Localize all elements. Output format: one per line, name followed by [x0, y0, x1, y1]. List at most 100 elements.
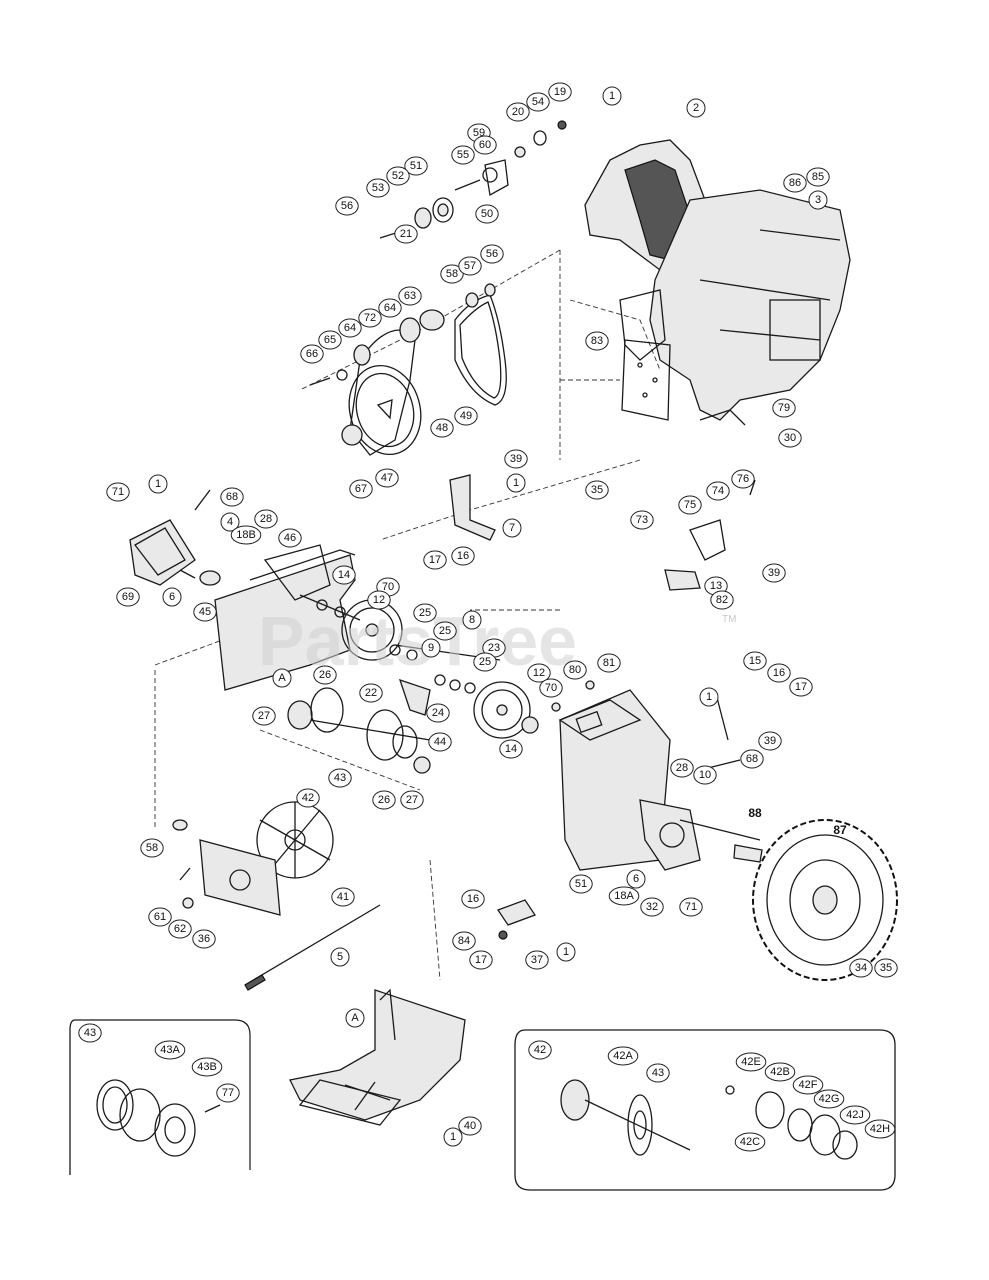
callout-number: 55 — [457, 149, 469, 161]
callout-number: 76 — [737, 473, 749, 485]
callout-number: 58 — [146, 842, 158, 854]
idler-stack — [379, 120, 567, 241]
callout-inset-right-3: 42E — [735, 1052, 767, 1072]
callout-main-9: 52 — [386, 166, 410, 186]
callout-circle — [168, 919, 192, 939]
callout-circle — [313, 665, 337, 685]
callout-main-47: 7 — [502, 518, 522, 538]
callout-main-2: 19 — [548, 82, 572, 102]
callout-number: 27 — [406, 794, 418, 806]
callout-inset-left-2: 43B — [191, 1057, 223, 1077]
callout-number: 64 — [384, 302, 396, 314]
callout-number: 61 — [154, 911, 166, 923]
callout-number: 6 — [633, 873, 639, 885]
callout-circle — [528, 1040, 552, 1060]
callout-main-33: 39 — [504, 449, 528, 469]
callout-main-16: 3 — [808, 190, 828, 210]
callout-circle — [556, 942, 576, 962]
callout-number: 71 — [112, 486, 124, 498]
callout-number: 13 — [710, 580, 722, 592]
callout-circle — [864, 1119, 896, 1139]
callout-number: 24 — [432, 707, 444, 719]
callout-number: 16 — [773, 667, 785, 679]
callout-number: 12 — [533, 667, 545, 679]
callout-number: 46 — [284, 532, 296, 544]
callout-circle — [358, 308, 382, 328]
callout-number: 54 — [532, 96, 544, 108]
callout-number: 42C — [740, 1136, 760, 1148]
callout-number: 5 — [337, 951, 343, 963]
callout-number: 27 — [258, 710, 270, 722]
callout-number: 1 — [155, 478, 161, 490]
callout-circle — [597, 653, 621, 673]
callout-main-89: 87 — [833, 823, 847, 837]
bracket-7 — [449, 474, 496, 541]
callout-circle — [839, 1105, 871, 1125]
callout-main-104: 84 — [452, 931, 476, 951]
callout-circle — [473, 135, 497, 155]
callout-circle — [154, 1040, 186, 1060]
callout-number: 25 — [479, 656, 491, 668]
callout-circle — [734, 1132, 766, 1152]
callout-circle — [162, 587, 182, 607]
callout-main-81: 44 — [428, 732, 452, 752]
callout-number: 42 — [302, 792, 314, 804]
callout-number: 64 — [344, 322, 356, 334]
callout-circle — [758, 731, 782, 751]
callout-number: 14 — [505, 743, 517, 755]
callout-number: 25 — [419, 607, 431, 619]
callout-main-64: 9 — [421, 638, 441, 658]
callout-number: 53 — [372, 182, 384, 194]
callout-number: 44 — [434, 736, 446, 748]
callout-main-27: 49 — [454, 406, 478, 426]
callout-main-6: 60 — [473, 135, 497, 155]
callout-circle — [458, 1116, 482, 1136]
callout-circle — [731, 469, 755, 489]
callout-inset-right-6: 42G — [813, 1089, 845, 1109]
callout-number: 50 — [481, 208, 493, 220]
callout-circle — [116, 587, 140, 607]
callout-number: 1 — [706, 691, 712, 703]
callout-main-32: 30 — [778, 428, 802, 448]
callout-main-61: 8 — [462, 610, 482, 630]
callout-number: 3 — [815, 194, 821, 206]
callout-number: 18B — [236, 529, 256, 541]
callout-circle — [462, 610, 482, 630]
callout-number: 60 — [479, 139, 491, 151]
callout-circle — [440, 264, 464, 284]
callout-circle — [430, 418, 454, 438]
callout-circle — [451, 546, 475, 566]
callout-main-106: 37 — [525, 950, 549, 970]
callout-inset-right-2: 43 — [646, 1063, 670, 1083]
callout-number: 8 — [469, 614, 475, 626]
callout-circle — [220, 487, 244, 507]
callout-circle — [764, 1062, 796, 1082]
callout-circle — [461, 889, 485, 909]
callout-main-60: 25 — [433, 621, 457, 641]
callout-number: 68 — [226, 491, 238, 503]
callout-number: 6 — [169, 591, 175, 603]
callout-number: 58 — [446, 268, 458, 280]
callout-number: 15 — [749, 655, 761, 667]
callout-circle — [548, 82, 572, 102]
callout-number: 81 — [603, 657, 615, 669]
callout-main-58: 12 — [367, 590, 391, 610]
callout-inset-left-0: 43 — [78, 1023, 102, 1043]
callout-number: 83 — [591, 335, 603, 347]
callout-circle — [526, 92, 550, 112]
callout-number: 87 — [833, 823, 847, 837]
callout-main-80: 43 — [328, 768, 352, 788]
inset-center-A — [289, 988, 466, 1126]
callout-main-45: 17 — [423, 550, 447, 570]
callout-number: 12 — [373, 594, 385, 606]
callout-circle — [813, 1089, 845, 1109]
callout-main-65: 22 — [359, 683, 383, 703]
callout-circle — [792, 1075, 824, 1095]
callout-circle — [428, 732, 452, 752]
callout-circle — [772, 398, 796, 418]
callout-circle — [300, 344, 324, 364]
callout-main-69: 27 — [252, 706, 276, 726]
callout-main-50: 74 — [706, 481, 730, 501]
